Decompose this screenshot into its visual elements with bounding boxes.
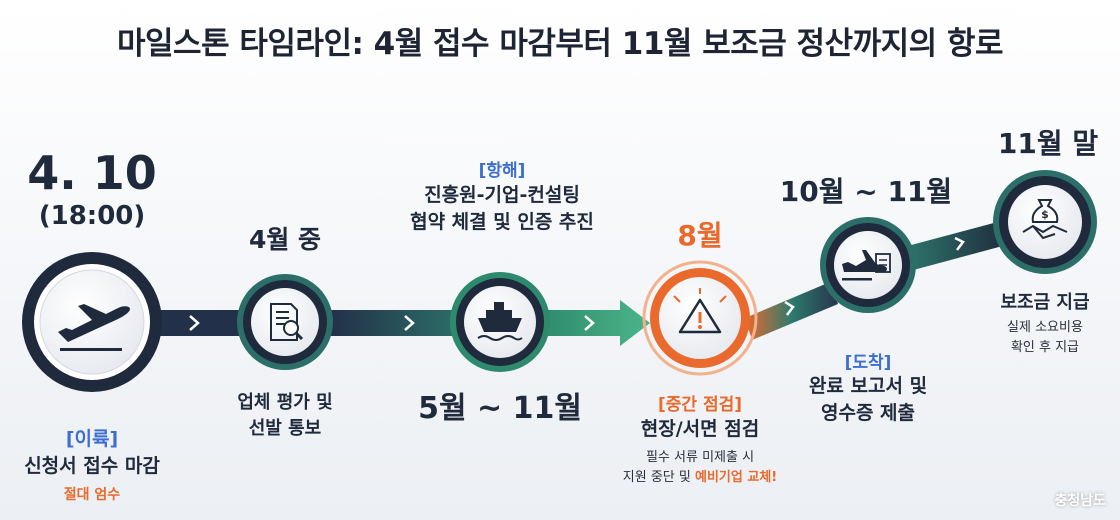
milestone-4-note-line1: 필수 서류 미제출 시 [645, 450, 755, 465]
milestone-3-label: 진흥원-기업-컨설팅 협약 체결 및 인증 추진 [410, 182, 594, 235]
milestone-1-time: (18:00) [38, 201, 146, 231]
milestone-2-label-line1: 업체 평가 및 [237, 392, 333, 413]
document-search-icon [270, 303, 304, 341]
track-arrow-3 [540, 300, 650, 346]
milestone-5-label-line2: 영수증 제출 [820, 401, 915, 424]
milestone-6-date: 11월 말 [997, 127, 1099, 160]
milestone-3-period: 5월 ~ 11월 [418, 391, 582, 426]
milestone-6-label: 보조금 지급 [1000, 292, 1090, 313]
milestone-4-note-line2: 지원 중단 및 예비기업 교체! [622, 469, 778, 485]
milestone-4-note-highlight: 예비기업 교체! [694, 469, 778, 485]
money-bag-handshake-icon: $ [1022, 199, 1068, 240]
milestone-5-date: 10월 ~ 11월 [779, 175, 953, 208]
milestone-4-note: 필수 서류 미제출 시 지원 중단 및 예비기업 교체! [623, 448, 777, 487]
milestone-1-note: 절대 엄수 [63, 487, 121, 503]
page-title: 마일스톤 타임라인: 4월 접수 마감부터 11월 보조금 정산까지의 항로 [117, 26, 1003, 62]
milestone-2-label: 업체 평가 및 선발 통보 [237, 390, 332, 442]
node-evaluation [237, 274, 333, 370]
milestone-3-tag: [항해] [478, 161, 526, 181]
airplane-landing-checklist-icon [842, 250, 891, 281]
warning-icon [673, 288, 727, 334]
milestone-2-label-line2: 선발 통보 [248, 418, 322, 440]
milestone-6-note-line2: 확인 후 지급 [1010, 339, 1080, 355]
milestone-4-date: 8월 [677, 219, 723, 252]
track-segment-5 [900, 220, 1010, 272]
airplane-takeoff-icon [58, 304, 130, 351]
milestone-1-tag: [이륙] [65, 428, 119, 450]
milestone-5-tag: [도착] [844, 353, 892, 373]
track-segment-2 [330, 310, 460, 336]
ship-icon [477, 302, 523, 341]
milestone-6-note-line1: 실제 소요비용 [1007, 320, 1083, 335]
milestone-4-tag: [중간 점검] [657, 395, 743, 415]
milestone-2-date: 4월 중 [248, 225, 322, 254]
watermark-logo: 충청남도 [1054, 493, 1106, 509]
milestone-6-note: 실제 소요비용 확인 후 지급 [1007, 318, 1083, 357]
milestone-3-label-line2: 협약 체결 및 인증 추진 [410, 210, 594, 233]
svg-text:$: $ [1041, 208, 1049, 221]
milestone-5-label-line1: 완료 보고서 및 [808, 375, 928, 397]
milestone-1-label: 신청서 접수 마감 [24, 455, 160, 477]
milestone-5-label: 완료 보고서 및 영수증 제출 [809, 373, 927, 426]
milestone-3-label-line1: 진흥원-기업-컨설팅 [424, 184, 580, 206]
milestone-4-label: 현장/서면 점검 [640, 418, 760, 440]
milestone-1-date: 4. 10 [27, 146, 157, 200]
